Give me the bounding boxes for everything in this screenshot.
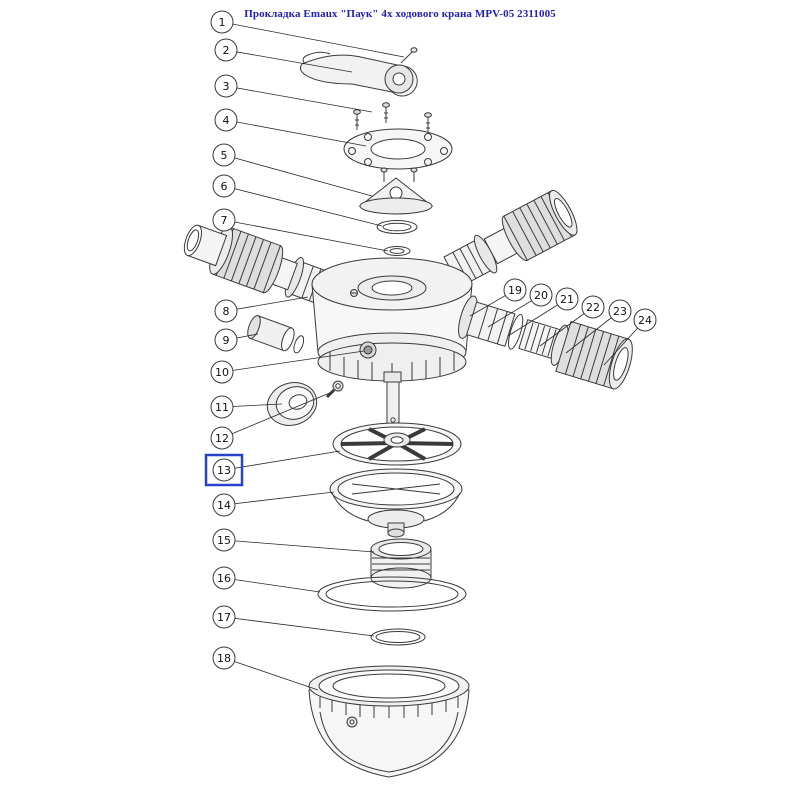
callout-number-22: 22 (586, 301, 600, 314)
callout-11: 11 (210, 395, 234, 419)
callout-number-20: 20 (534, 289, 548, 302)
callout-2: 2 (214, 38, 238, 62)
callout-highlight-box (204, 453, 244, 487)
leader-line-21 (507, 298, 568, 337)
spider-gasket-part (332, 422, 462, 466)
large-oring-part (317, 576, 467, 612)
callout-23: 23 (608, 299, 632, 323)
callout-5: 5 (212, 143, 236, 167)
top-oring-part (376, 220, 418, 234)
leader-line-17 (223, 616, 375, 637)
callout-16: 16 (212, 566, 236, 590)
callout-number-7: 7 (221, 214, 228, 227)
leader-line-2 (225, 49, 353, 73)
callout-number-1: 1 (219, 16, 226, 29)
callout-19: 19 (503, 278, 527, 302)
right-coupling-part (458, 295, 633, 390)
leader-line-13 (223, 450, 341, 471)
callout-3: 3 (214, 74, 238, 98)
callout-number-6: 6 (221, 180, 228, 193)
callout-12: 12 (210, 426, 234, 450)
callout-4: 4 (214, 108, 238, 132)
callout-number-11: 11 (215, 401, 229, 414)
leader-line-14 (223, 491, 335, 506)
callout-number-8: 8 (223, 305, 230, 318)
callout-14: 14 (212, 493, 236, 517)
callout-6: 6 (212, 174, 236, 198)
page-title: Прокладка Emaux "Паук" 4х ходового крана… (244, 8, 556, 20)
leader-line-3 (225, 85, 373, 113)
leader-line-18 (223, 657, 319, 691)
callout-1: 1 (210, 10, 234, 34)
callout-number-17: 17 (217, 611, 231, 624)
bottom-bowl-part (308, 665, 470, 778)
leader-line-10 (221, 350, 365, 373)
callout-number-4: 4 (223, 114, 230, 127)
callout-number-13: 13 (217, 464, 231, 477)
diverter-part (329, 468, 463, 538)
callout-number-2: 2 (223, 44, 230, 57)
flange-part (343, 128, 453, 182)
sight-cap-part (266, 382, 318, 426)
callout-7: 7 (212, 208, 236, 232)
callout-21: 21 (555, 287, 579, 311)
small-oring-part (370, 628, 426, 646)
callout-number-12: 12 (215, 432, 229, 445)
leader-line-12 (221, 391, 333, 439)
callout-17: 17 (212, 605, 236, 629)
callout-number-14: 14 (217, 499, 231, 512)
callout-8: 8 (214, 299, 238, 323)
callout-10: 10 (210, 360, 234, 384)
callout-number-16: 16 (217, 572, 231, 585)
leader-line-1 (221, 21, 405, 58)
callout-20: 20 (529, 283, 553, 307)
callout-number-19: 19 (508, 284, 522, 297)
callout-24: 24 (633, 308, 657, 332)
washer-part (383, 246, 411, 256)
leader-line-5 (223, 154, 373, 197)
callout-number-23: 23 (613, 305, 627, 318)
handle-part (299, 51, 418, 97)
fitting-part (247, 315, 305, 354)
leader-line-7 (223, 219, 389, 252)
leader-line-8 (225, 296, 309, 312)
collar-part (370, 538, 432, 589)
leader-line-16 (223, 577, 321, 593)
callout-number-3: 3 (223, 80, 230, 93)
callout-number-10: 10 (215, 366, 229, 379)
leader-line-6 (223, 185, 383, 227)
callout-18: 18 (212, 646, 236, 670)
callout-number-5: 5 (221, 149, 228, 162)
leader-line-15 (223, 539, 375, 553)
bracket-part (358, 177, 434, 215)
valve-body-part (311, 257, 473, 382)
callout-15: 15 (212, 528, 236, 552)
callout-number-18: 18 (217, 652, 231, 665)
leader-line-4 (225, 119, 367, 147)
callout-number-15: 15 (217, 534, 231, 547)
callout-9: 9 (214, 328, 238, 352)
callout-number-9: 9 (223, 334, 230, 347)
callout-number-24: 24 (638, 314, 652, 327)
pin-part (400, 47, 418, 64)
callout-22: 22 (581, 295, 605, 319)
clip-screw-part (325, 380, 344, 399)
callout-13: 13 (204, 453, 244, 487)
callout-number-21: 21 (560, 293, 574, 306)
screws-part (353, 102, 432, 133)
